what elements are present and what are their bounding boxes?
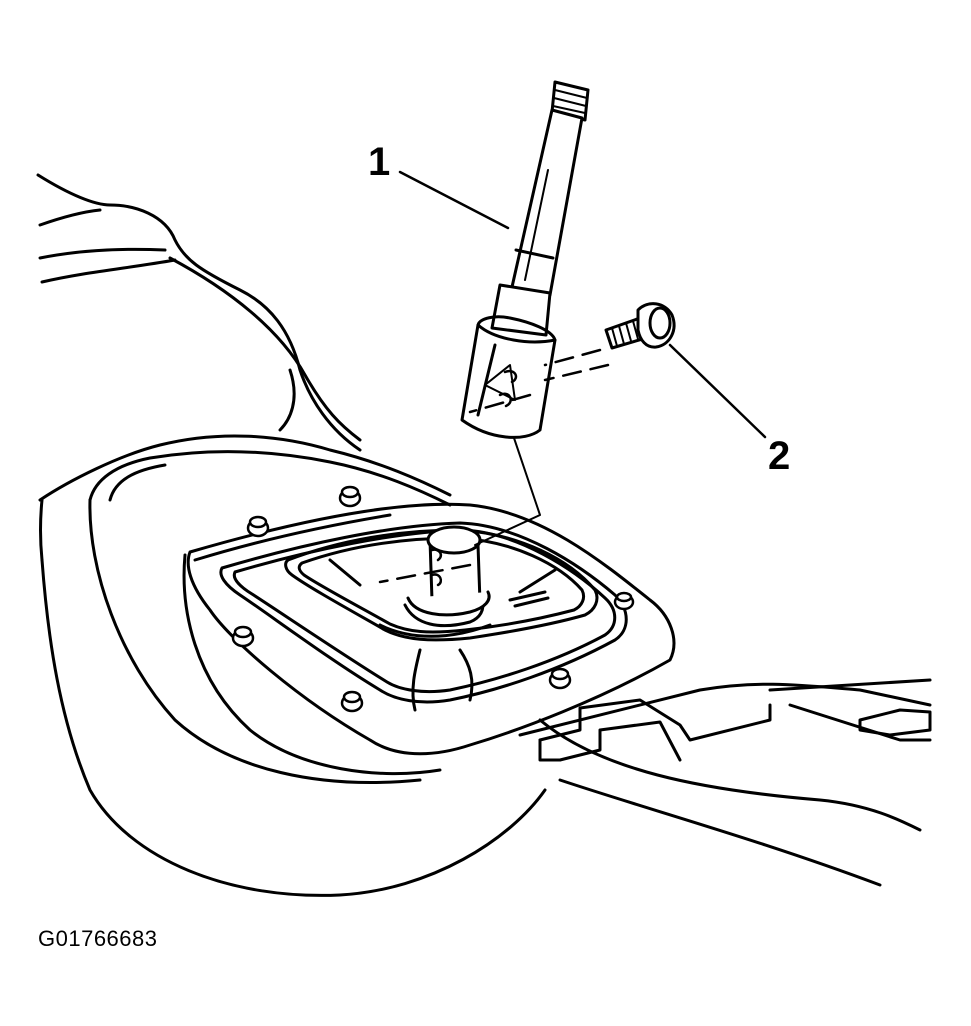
bezel-seal-outer <box>221 523 626 702</box>
console-outer-lower <box>42 560 545 895</box>
stub-base <box>408 592 489 615</box>
bezel-mounting-nuts <box>233 487 633 711</box>
bezel-curve <box>413 650 420 710</box>
nut-1 <box>340 487 360 506</box>
nut-3 <box>233 627 253 646</box>
console-body <box>38 175 545 895</box>
nut-4 <box>342 692 362 711</box>
callout-shift-lever: 1 <box>368 140 391 184</box>
tunnel-top <box>520 684 930 735</box>
seat-bolster-lower2 <box>42 260 175 282</box>
seat-bolster <box>38 175 360 450</box>
boot-fold-right <box>520 570 555 592</box>
figure-id-label: G01766683 <box>38 926 158 951</box>
console-pad <box>90 452 450 505</box>
console-front-edge <box>184 555 440 774</box>
tunnel-lower <box>560 780 880 885</box>
leader-2 <box>670 345 765 437</box>
bezel-plate-outer <box>188 504 674 754</box>
console-trim <box>195 515 390 560</box>
bolt-thread <box>612 321 638 346</box>
bolt-head-face <box>650 308 670 338</box>
tunnel-edge <box>540 720 920 830</box>
lever-shaft-step <box>516 250 553 258</box>
boot-fold-right-detail <box>510 592 548 606</box>
boot-cone <box>405 600 483 626</box>
shifter-stub <box>408 527 489 615</box>
lever-collar <box>492 285 550 335</box>
leader-1 <box>400 172 508 228</box>
seat-bolster-edge <box>40 210 100 225</box>
console-outer-front <box>41 500 43 560</box>
stub-hole <box>432 550 441 585</box>
bolt <box>606 304 674 348</box>
callout-bolt: 2 <box>768 434 791 478</box>
lever-thread-lines <box>553 90 587 113</box>
console-outer-shell <box>40 436 450 500</box>
lever-socket-edge <box>478 345 495 415</box>
console-pad-inner <box>110 465 165 500</box>
floor-tunnel <box>520 680 930 885</box>
nut-6 <box>615 593 633 609</box>
bolt-alignment-dashes <box>380 350 608 582</box>
shift-lever <box>462 82 588 545</box>
bracket-end-tab <box>860 710 930 735</box>
mount-bracket-inner <box>560 722 680 760</box>
seat-bolster-lower <box>40 249 165 258</box>
console-shoulder <box>170 258 360 440</box>
lever-alignment-line <box>475 438 540 545</box>
lever-socket <box>462 325 555 437</box>
mount-bracket-lower <box>540 740 560 760</box>
stub-top <box>428 527 480 553</box>
console-shoulder-inner <box>280 370 294 430</box>
lever-shaft <box>512 110 582 295</box>
tunnel-right <box>770 680 930 690</box>
lever-shaft-highlight <box>525 170 548 280</box>
boot-base <box>380 625 490 636</box>
lever-socket-top <box>478 317 555 340</box>
tunnel-right2 <box>790 705 930 740</box>
nut-2 <box>248 517 268 536</box>
lever-socket-notch <box>485 365 515 400</box>
leader-lines <box>400 172 765 437</box>
boot-fold-left <box>330 560 360 585</box>
console-pad-side <box>90 500 420 783</box>
mount-bracket <box>540 700 770 740</box>
nut-5 <box>550 669 570 688</box>
bezel-curve2 <box>460 650 472 700</box>
